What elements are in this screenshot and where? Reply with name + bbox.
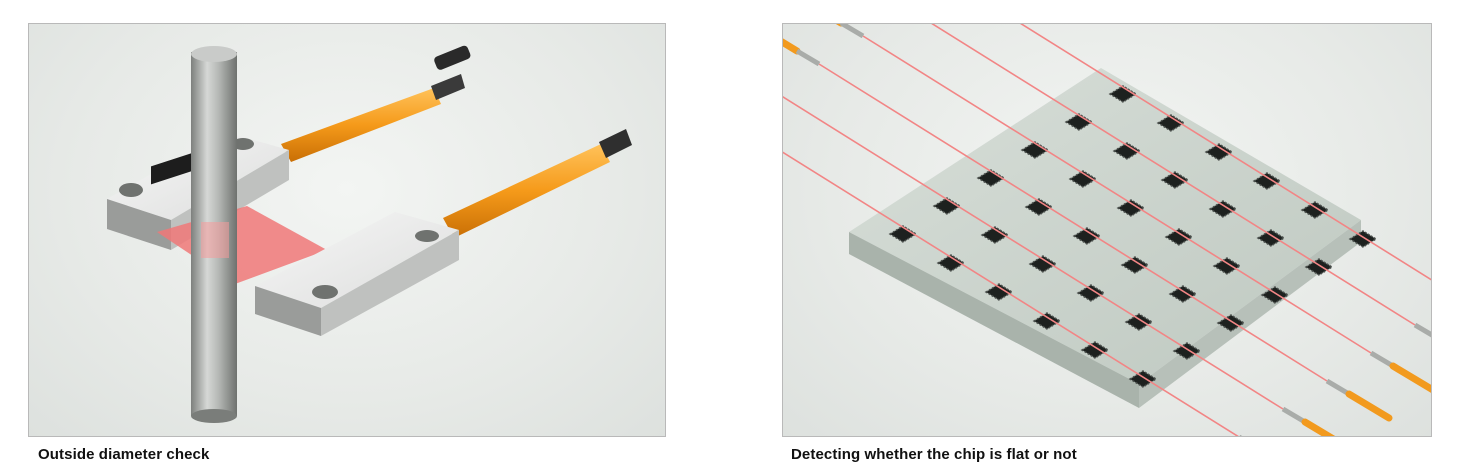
chip xyxy=(1156,114,1186,132)
chip xyxy=(1168,285,1198,303)
chip xyxy=(936,254,966,272)
laser-beam xyxy=(783,96,1284,410)
chip xyxy=(1164,228,1194,246)
chip xyxy=(1256,229,1286,247)
chip xyxy=(888,225,918,243)
receiver-block xyxy=(255,212,459,336)
chip xyxy=(1024,198,1054,216)
sensor-array xyxy=(783,24,1431,436)
laser-beam xyxy=(931,24,1416,326)
chip xyxy=(1080,341,1110,359)
chip xyxy=(976,169,1006,187)
receiver-probe xyxy=(1369,350,1431,393)
receiver-probe xyxy=(1325,378,1393,422)
chip xyxy=(984,283,1014,301)
substrate-plate xyxy=(849,68,1361,408)
chip xyxy=(1120,256,1150,274)
chip xyxy=(1112,142,1142,160)
laser-beam xyxy=(783,151,1239,436)
chip xyxy=(1172,342,1202,360)
receiver-probe xyxy=(1413,322,1431,338)
chip xyxy=(1212,257,1242,275)
laser-beam-lines xyxy=(783,24,1431,436)
chip xyxy=(1068,170,1098,188)
figure-caption-right: Detecting whether the chip is flat or no… xyxy=(791,446,1077,463)
chip xyxy=(1064,113,1094,131)
laser-beam xyxy=(1019,24,1431,281)
chip xyxy=(1204,143,1234,161)
chip-flatness-figure xyxy=(782,23,1432,437)
chip xyxy=(1160,171,1190,189)
chip xyxy=(1128,370,1158,388)
chip xyxy=(1252,172,1282,190)
chip xyxy=(1300,201,1330,219)
chip xyxy=(1208,200,1238,218)
chip xyxy=(1072,227,1102,245)
receiver-probe xyxy=(1281,406,1336,436)
outside-diameter-check-figure xyxy=(28,23,666,437)
chip-grid xyxy=(888,85,1378,388)
chip xyxy=(980,226,1010,244)
chip xyxy=(932,197,962,215)
front-sensor-cable xyxy=(443,129,632,238)
laser-beam xyxy=(818,63,1328,382)
chip xyxy=(1260,286,1290,304)
chip xyxy=(1108,85,1138,103)
emitter-probe xyxy=(783,38,821,67)
chip xyxy=(1216,314,1246,332)
chip xyxy=(1020,141,1050,159)
chip xyxy=(1076,284,1106,302)
chip xyxy=(1304,258,1334,276)
measured-rod xyxy=(191,46,237,423)
chip xyxy=(1348,230,1378,248)
chip-flatness-illustration xyxy=(783,24,1431,436)
chip xyxy=(1028,255,1058,273)
emitter-probe xyxy=(835,24,865,39)
back-sensor-cable xyxy=(281,45,471,162)
laser-micrometer-illustration xyxy=(107,45,632,423)
chip xyxy=(1116,199,1146,217)
chip xyxy=(1032,312,1062,330)
chip xyxy=(1124,313,1154,331)
figure-caption-left: Outside diameter check xyxy=(38,446,210,463)
laser-beam xyxy=(862,35,1372,354)
